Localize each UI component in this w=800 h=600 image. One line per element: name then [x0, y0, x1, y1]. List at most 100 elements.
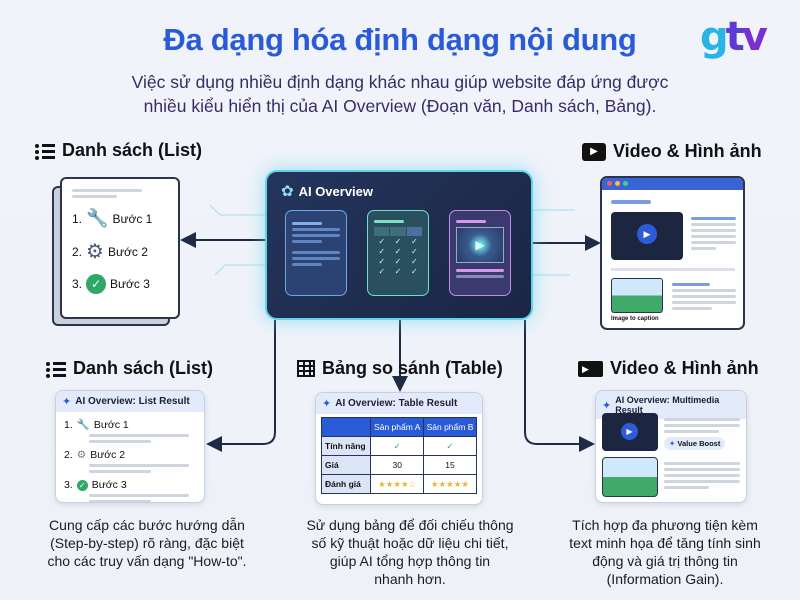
value-boost-badge: ✦ Value Boost: [664, 437, 726, 450]
heading-text: Danh sách (List): [73, 358, 214, 378]
text: Sử dụng bảng để đối chiếu thông: [306, 517, 514, 533]
play-icon: ▶: [456, 227, 504, 263]
image-thumbnail: [611, 278, 663, 313]
openai-logo-icon: ✿: [281, 183, 294, 200]
play-icon: ▶: [621, 423, 638, 440]
sparkle-icon: ✦: [322, 398, 332, 410]
rating-stars: ★★★★★: [422, 474, 478, 494]
list-step: 3.✓Bước 3: [64, 479, 196, 491]
text: ✓: [422, 436, 478, 456]
text: Bước 1: [93, 418, 129, 431]
subtitle-line: Việc sử dụng nhiều định dạng khác nhau g…: [131, 72, 669, 92]
video-thumbnail: ▶: [611, 212, 683, 260]
text: Bước 3: [91, 479, 127, 491]
rating-stars: ★★★★☆: [370, 474, 424, 494]
check-circle-icon: ✓: [86, 274, 107, 294]
image-thumbnail: [602, 457, 658, 497]
heading-list-top: Danh sách (List): [35, 140, 202, 161]
list-document: 1.🔧Bước 1 2.⚙Bước 2 3.✓Bước 3: [60, 177, 180, 319]
list-icon: [46, 361, 66, 378]
gear-icon: ⚙: [86, 241, 104, 263]
doc-step: 1.🔧Bước 1: [72, 208, 168, 229]
text: cho các truy vấn dạng "How-to".: [47, 553, 247, 569]
list-result-card: ✦AI Overview: List Result 1.🔧Bước 1 2.⚙B…: [55, 390, 205, 503]
text: Bước 3: [110, 277, 150, 291]
heading-text: Bảng so sánh (Table): [322, 358, 503, 378]
text: [320, 417, 372, 437]
heading-table: Bảng so sánh (Table): [297, 358, 503, 379]
text: Bước 2: [90, 449, 126, 461]
text: 30: [370, 455, 424, 475]
table-icon: [297, 360, 315, 377]
text: ✓: [370, 436, 424, 456]
text: 3.: [64, 479, 73, 491]
text: 3.: [72, 277, 83, 291]
subtitle-line: nhiều kiểu hiển thị của AI Overview (Đoạ…: [143, 96, 657, 116]
column-header: Sản phẩm B: [422, 417, 478, 437]
text: nhanh hơn.: [374, 571, 446, 587]
doc-step: 2.⚙Bước 2: [72, 239, 168, 264]
heading-video: ▶ Video & Hình ảnh: [578, 358, 759, 379]
heading-text: Danh sách (List): [62, 140, 203, 160]
media-block: ▶: [449, 210, 511, 296]
heading-text: Video & Hình ảnh: [610, 358, 759, 378]
card-title: AI Overview: List Result: [75, 396, 190, 407]
card-title: AI Overview: Multimedia Result: [615, 395, 720, 415]
arrow-to-media-card: [524, 320, 595, 452]
doc-step: 3.✓Bước 3: [72, 274, 168, 294]
text: text minh họa để tăng tính sinh: [569, 535, 761, 551]
list-step: 1.🔧Bước 1: [64, 418, 196, 432]
text: Value Boost: [677, 439, 721, 448]
paragraph-block: [285, 210, 347, 296]
page-title: Đa dạng hóa định dạng nội dung: [163, 22, 637, 57]
text: 15: [422, 455, 478, 475]
video-camera-icon: ▶: [578, 360, 603, 377]
text: giúp AI tổng hợp thông tin: [329, 553, 491, 569]
text: Bước 1: [112, 211, 153, 226]
table-block: ✓✓✓✓✓✓✓✓✓✓✓✓: [367, 210, 429, 296]
text: 1.: [64, 418, 73, 431]
list-step: 2.⚙Bước 2: [64, 449, 196, 461]
wrench-icon: 🔧: [86, 208, 109, 228]
sparkle-icon: ✦: [602, 399, 612, 412]
text: (Step-by-step) rõ ràng, đặc biệt: [50, 535, 244, 551]
text: 2.: [64, 449, 73, 461]
text: Tích hợp đa phương tiện kèm: [572, 517, 758, 533]
text: số kỹ thuật hoặc dữ liệu chi tiết,: [311, 535, 509, 551]
text: (Information Gain).: [606, 571, 724, 587]
text: Đánh giá: [320, 474, 372, 494]
image-caption: Image to caption: [611, 316, 659, 322]
wrench-icon: 🔧: [76, 419, 90, 431]
text: Bước 2: [107, 244, 148, 259]
browser-mockup: ▶ Image to caption: [600, 176, 745, 330]
heading-text: Video & Hình ảnh: [613, 141, 762, 161]
check-circle-icon: ✓: [76, 479, 88, 491]
video-play-icon: ▶: [582, 142, 606, 161]
gtv-logo: gtv: [700, 14, 768, 60]
sparkle-icon: ✦: [669, 439, 676, 448]
description-multimedia: Tích hợp đa phương tiện kèm text minh họa…: [545, 516, 785, 588]
text: Cung cấp các bước hướng dẫn: [49, 517, 245, 533]
card-title: AI Overview: Table Result: [335, 398, 458, 409]
multimedia-result-card: ✦AI Overview: Multimedia Result ▶ ✦ Valu…: [595, 390, 747, 503]
ai-overview-panel: ✿ AI Overview ✓✓✓✓✓✓✓✓✓✓✓✓ ▶: [265, 170, 533, 320]
heading-list: Danh sách (List): [46, 358, 213, 379]
text: 1.: [72, 211, 83, 226]
panel-title: AI Overview: [298, 183, 374, 199]
text: Giá: [320, 455, 372, 475]
description-list: Cung cấp các bước hướng dẫn (Step-by-step…: [20, 516, 274, 570]
text: Tính năng: [320, 436, 372, 456]
heading-video-top: ▶ Video & Hình ảnh: [582, 141, 762, 162]
text: động và giá trị thông tin: [592, 553, 738, 569]
list-icon: [35, 143, 55, 160]
play-icon: ▶: [637, 224, 657, 244]
column-header: Sản phẩm A: [370, 417, 424, 437]
text: 2.: [72, 244, 83, 259]
arrow-to-list-card: [206, 320, 276, 452]
gear-icon: ⚙: [76, 449, 87, 461]
video-thumbnail: ▶: [602, 413, 658, 451]
subtitle: Việc sử dụng nhiều định dạng khác nhau g…: [60, 70, 740, 118]
